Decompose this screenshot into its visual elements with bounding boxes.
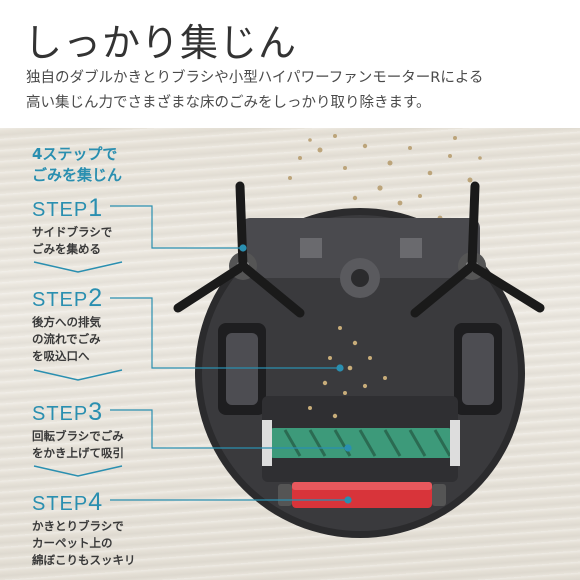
right-side-brush <box>410 181 545 318</box>
step-label: STEP <box>32 199 89 221</box>
product-illustration <box>0 128 580 580</box>
page-title: しっかり集じん <box>24 21 298 65</box>
chevron-down-icon <box>33 465 123 477</box>
description-line: 高い集じん力でさまざまな床のごみをしっかり取り除きます。 <box>26 95 431 111</box>
step-text-line: 綿ぼこりもスッキリ <box>32 553 136 567</box>
robot-cleaner-illustration <box>110 134 545 538</box>
step-text-line: かきとりブラシで <box>32 519 124 533</box>
step-number: 3 <box>88 398 104 426</box>
step-text-line: を吸込口へ <box>32 349 90 363</box>
steps-heading: 4ステップで ごみを集じん <box>32 144 122 186</box>
step-number: 2 <box>88 284 104 312</box>
step-2: STEP2 後方への排気 の流れでごみ を吸込口へ <box>32 286 103 365</box>
step-3: STEP3 回転ブラシでごみ をかき上げて吸引 <box>32 400 124 462</box>
step-text-line: 後方への排気 <box>32 315 101 329</box>
page-description: 独自のダブルかきとりブラシや小型ハイパワーファンモーターRによる 高い集じん力で… <box>26 66 566 116</box>
step-label: STEP <box>32 493 89 515</box>
step-text-line: 回転ブラシでごみ <box>32 429 124 443</box>
steps-heading-line: ごみを集じん <box>32 166 123 184</box>
step-text-line: の流れでごみ <box>32 332 101 346</box>
step-label: STEP <box>32 403 89 425</box>
step-1: STEP1 サイドブラシで ごみを集める <box>32 196 112 258</box>
step-number: 4 <box>88 488 104 516</box>
header: しっかり集じん 独自のダブルかきとりブラシや小型ハイパワーファンモーターRによる… <box>0 0 580 128</box>
step-text-line: カーペット上の <box>32 536 113 550</box>
step-4: STEP4 かきとりブラシで カーペット上の 綿ぼこりもスッキリ <box>32 490 136 569</box>
step-label: STEP <box>32 289 89 311</box>
step-text-line: サイドブラシで <box>32 225 113 239</box>
step-text-line: をかき上げて吸引 <box>32 446 124 460</box>
step-number: 1 <box>88 194 104 222</box>
step-text-line: ごみを集める <box>32 242 101 256</box>
description-line: 独自のダブルかきとりブラシや小型ハイパワーファンモーターRによる <box>26 70 484 86</box>
left-side-brush <box>173 181 305 318</box>
chevron-down-icon <box>33 261 123 273</box>
steps-heading-line: 4ステップで <box>32 145 118 163</box>
chevron-down-icon <box>33 369 123 381</box>
